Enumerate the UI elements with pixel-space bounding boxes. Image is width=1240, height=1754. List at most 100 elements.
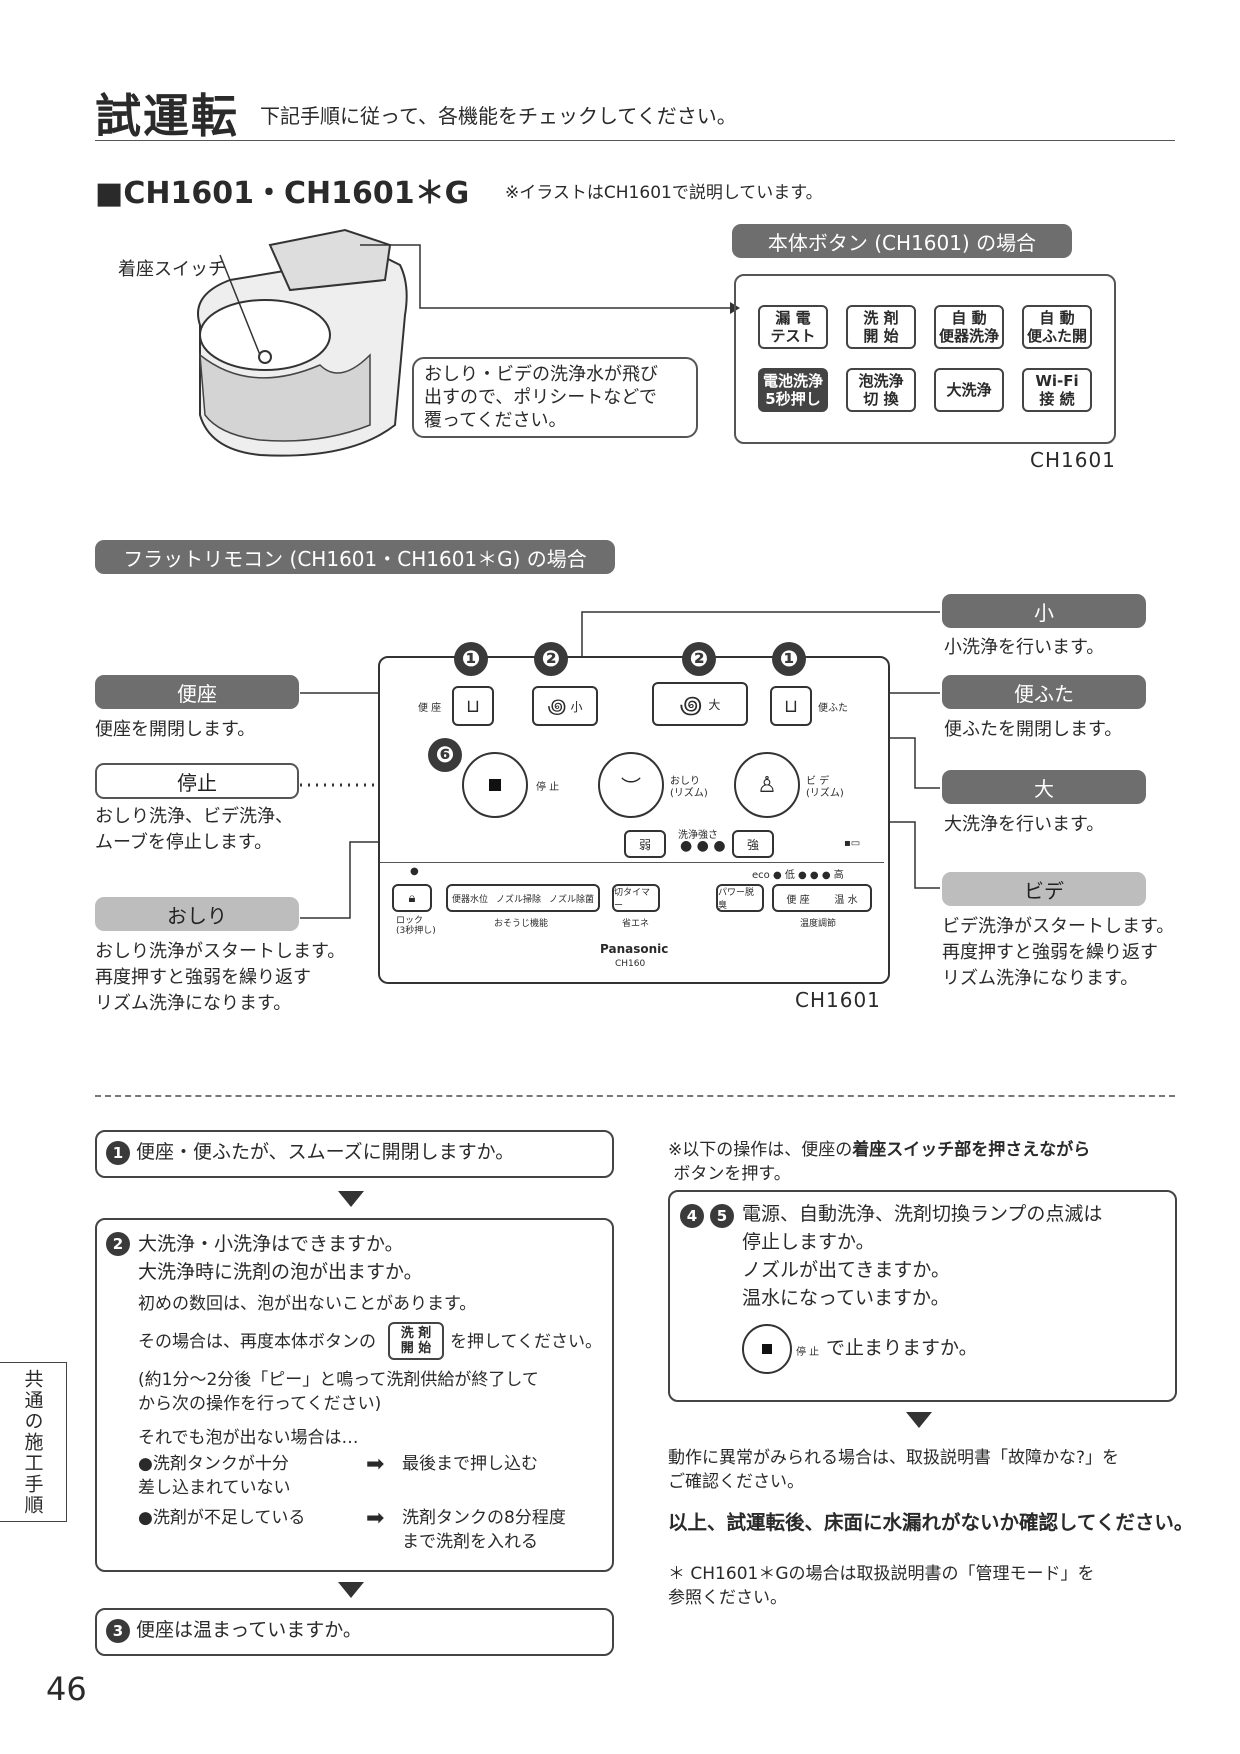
final-check-text: 以上、試運転後、床面に水漏れがないか確認してください。 bbox=[668, 1511, 1194, 1534]
stop-square-icon bbox=[489, 779, 501, 791]
arrow-right-icon-2: ➡ bbox=[366, 1506, 385, 1531]
remote-title: フラットリモコン (CH1601・CH1601＊G) の場合 bbox=[95, 540, 615, 574]
off-timer-text: 切タイマー bbox=[614, 888, 651, 911]
strength-text: 洗浄強さ bbox=[678, 830, 718, 841]
step-number-3-icon: 3 bbox=[106, 1618, 130, 1643]
cause1-text: ●洗剤タンクが十分 差し込まれていない bbox=[138, 1454, 291, 1498]
leak-test-button[interactable]: 漏 電 テスト bbox=[758, 305, 828, 349]
oshiri-text: おしり (リズム) bbox=[670, 776, 708, 799]
step2-note2-post: を押してください。 bbox=[450, 1332, 602, 1352]
arrow-down-icon-2 bbox=[338, 1582, 364, 1598]
power-deo-text: パワー脱臭 bbox=[718, 888, 755, 911]
step2-text: 大洗浄・小洗浄はできますか。 大洗浄時に洗剤の泡が出ますか。 bbox=[138, 1233, 423, 1283]
fix2-text: 洗剤タンクの8分程度 まで洗剤を入れる bbox=[402, 1508, 566, 1552]
arrow-down-icon-3 bbox=[906, 1412, 932, 1428]
auto-bowl-clean-button[interactable]: 自 動 便器洗浄 bbox=[934, 305, 1004, 349]
stop-text: 停 止 bbox=[536, 782, 560, 793]
cause2-text: ●洗剤が不足している bbox=[138, 1508, 306, 1528]
oshiri-icon: ︶ bbox=[621, 774, 641, 799]
number-2-large: ❷ bbox=[682, 642, 716, 676]
stop-button[interactable] bbox=[462, 752, 528, 818]
small-flush-button[interactable]: ꩜ 小 bbox=[532, 686, 598, 726]
battery-flush-button[interactable]: 電池洗浄 5秒押し bbox=[758, 368, 828, 412]
strong-button[interactable]: 強 bbox=[732, 830, 774, 858]
warning-bubble: おしり・ビデの洗浄水が飛び 出すので、ポリシートなどで 覆ってください。 bbox=[412, 357, 698, 438]
detergent-start-button[interactable]: 洗 剤 開 始 bbox=[846, 305, 916, 349]
label-lid: 便ふた bbox=[942, 675, 1146, 709]
water-temp-text: 温 水 bbox=[834, 894, 858, 906]
oshiri-button[interactable]: ︶ bbox=[598, 752, 664, 818]
seat-icon: ⊔ bbox=[465, 695, 481, 717]
large-flush-remote-button[interactable]: ꩜ 大 bbox=[652, 682, 748, 726]
seat-button[interactable]: ⊔ bbox=[452, 686, 494, 726]
stop-square-inline-icon bbox=[762, 1344, 772, 1354]
temperature-button-group[interactable]: 便 座 温 水 bbox=[772, 884, 872, 912]
remote-divider bbox=[380, 862, 884, 863]
cleaning-func-text: おそうじ機能 bbox=[494, 919, 549, 929]
arrow-right-icon: ➡ bbox=[366, 1452, 385, 1477]
footnote-text: ＊ CH1601＊Gの場合は取扱説明書の「管理モード」を 参照ください。 bbox=[668, 1564, 1095, 1608]
power-deodorize-button[interactable]: パワー脱臭 bbox=[716, 884, 764, 912]
section-divider bbox=[95, 1095, 1175, 1097]
toilet-illustration bbox=[197, 228, 408, 457]
seat-temp-text: 便 座 bbox=[786, 894, 810, 906]
body-button-panel bbox=[734, 274, 1116, 444]
large-text: 大 bbox=[708, 697, 721, 712]
lid-icon: ⊔ bbox=[783, 695, 799, 717]
step2-note1: 初めの数回は、泡が出ないことがあります。 bbox=[138, 1294, 477, 1314]
nozzle-sterilize-text: ノズル除菌 bbox=[548, 894, 594, 905]
temp-adjust-text: 温度調節 bbox=[800, 919, 837, 929]
step2-note3: (約1分〜2分後「ピー」と鳴って洗剤供給が終了して から次の操作を行ってください… bbox=[138, 1370, 539, 1414]
swirl-large-icon: ꩜ bbox=[679, 690, 703, 719]
brand-logo: Panasonic bbox=[600, 942, 669, 956]
foam-switch-button[interactable]: 泡洗浄 切 換 bbox=[846, 368, 916, 412]
nozzle-clean-text: ノズル掃除 bbox=[495, 894, 541, 905]
bidet-text: ビ デ (リズム) bbox=[806, 776, 844, 799]
stop-question-text: で止まりますか。 bbox=[826, 1337, 978, 1359]
eco-level-text: eco ● 低 ● ● ● 高 bbox=[752, 870, 844, 881]
arrow-down-icon bbox=[338, 1191, 364, 1207]
desc-large: 大洗浄を行います。 bbox=[944, 814, 1105, 835]
abnormal-text: 動作に異常がみられる場合は、取扱説明書「故障かな?」を ご確認ください。 bbox=[668, 1448, 1120, 1492]
step2-note4: それでも泡が出ない場合は… bbox=[138, 1428, 359, 1448]
remote-model-text: CH160 bbox=[615, 959, 646, 969]
desc-stop: おしり洗浄、ビデ洗浄、 ムーブを停止します。 bbox=[95, 806, 293, 853]
lock-button[interactable]: 🔒︎ bbox=[392, 884, 432, 912]
cleaning-button-group[interactable]: 便器水位 ノズル掃除 ノズル除菌 bbox=[446, 884, 600, 912]
fix1-text: 最後まで押し込む bbox=[402, 1454, 538, 1474]
body-panel-title: 本体ボタン (CH1601) の場合 bbox=[732, 224, 1072, 258]
auto-lid-open-button[interactable]: 自 動 便ふた開 bbox=[1022, 305, 1092, 349]
lid-text: 便ふた bbox=[818, 703, 848, 714]
seat-switch-label: 着座スイッチ bbox=[118, 259, 226, 280]
body-caption: CH1601 bbox=[1030, 448, 1116, 472]
large-flush-button[interactable]: 大洗浄 bbox=[934, 368, 1004, 412]
number-6-stop: ❻ bbox=[428, 738, 462, 772]
water-level-text: 便器水位 bbox=[451, 894, 488, 905]
step45-text: 電源、自動洗浄、洗剤切換ランプの点滅は 停止しますか。 ノズルが出てきますか。 … bbox=[742, 1203, 1103, 1309]
strong-text: 強 bbox=[746, 837, 759, 852]
number-1-seat: ❶ bbox=[454, 642, 488, 676]
step2-box bbox=[95, 1218, 614, 1572]
lid-button[interactable]: ⊔ bbox=[770, 686, 812, 726]
number-1-lid: ❶ bbox=[772, 642, 806, 676]
bidet-person-icon: ♙ bbox=[757, 772, 777, 798]
label-oshiri: おしり bbox=[95, 897, 299, 931]
bidet-button[interactable]: ♙ bbox=[734, 752, 800, 818]
weak-button[interactable]: 弱 bbox=[624, 830, 666, 858]
desc-lid: 便ふたを開閉します。 bbox=[944, 719, 1123, 740]
wifi-connect-button[interactable]: Wi-Fi 接 続 bbox=[1022, 368, 1092, 412]
desc-oshiri: おしり洗浄がスタートします。 再度押すと強弱を繰り返す リズム洗浄になります。 bbox=[95, 941, 346, 1014]
label-stop: 停止 bbox=[95, 763, 299, 799]
model-note: ※イラストはCH1601で説明しています。 bbox=[505, 183, 823, 203]
label-bidet: ビデ bbox=[942, 872, 1146, 906]
strength-dots-icon: ● ● ● bbox=[680, 838, 726, 854]
side-tab: 共通の施工手順 bbox=[0, 1362, 67, 1522]
lock-text: ロック (3秒押し) bbox=[396, 916, 436, 936]
page-subtitle: 下記手順に従って、各機能をチェックしてください。 bbox=[260, 104, 737, 128]
label-small: 小 bbox=[942, 594, 1146, 628]
weak-text: 弱 bbox=[638, 837, 651, 852]
off-timer-button[interactable]: 切タイマー bbox=[612, 884, 660, 912]
